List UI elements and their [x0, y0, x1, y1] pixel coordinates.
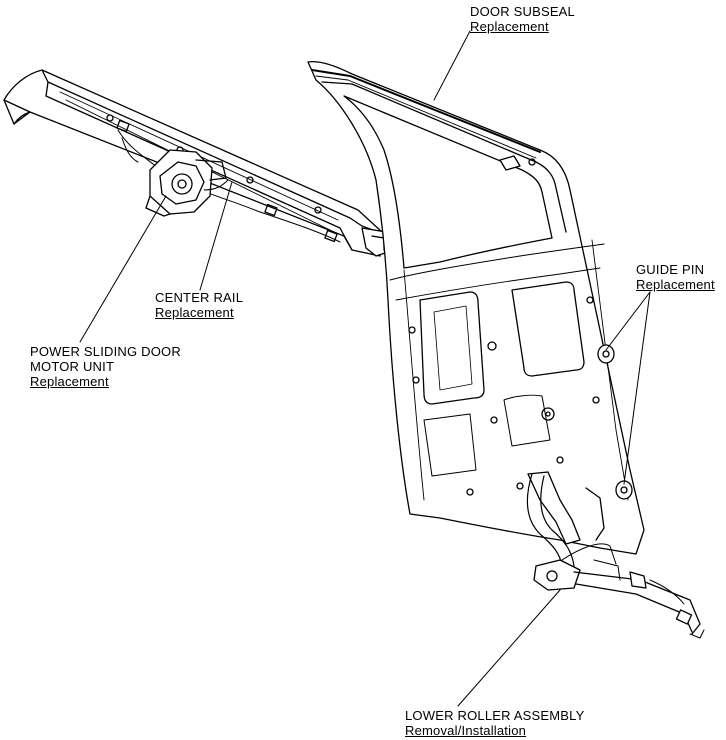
motor-unit-title-line2: MOTOR UNIT [30, 359, 115, 374]
guide-pin-title: GUIDE PIN [636, 262, 705, 277]
door-subseal-link[interactable]: Replacement [470, 19, 549, 34]
center-rail-callout: CENTER RAIL Replacement [155, 290, 243, 320]
lower-roller-link[interactable]: Removal/Installation [405, 723, 527, 738]
motor-unit-drawing [145, 149, 229, 217]
lower-roller-assembly-drawing [526, 473, 705, 639]
guide-pin-link[interactable]: Replacement [636, 277, 715, 292]
lower-roller-title: LOWER ROLLER ASSEMBLY [405, 708, 585, 723]
guide-pin-callout: GUIDE PIN Replacement [636, 262, 715, 292]
lower-roller-callout: LOWER ROLLER ASSEMBLY Removal/Installati… [405, 708, 585, 738]
center-rail-title: CENTER RAIL [155, 290, 244, 305]
center-rail-link[interactable]: Replacement [155, 305, 234, 320]
motor-unit-callout: POWER SLIDING DOOR MOTOR UNIT Replacemen… [30, 344, 181, 389]
motor-unit-title-line1: POWER SLIDING DOOR [30, 344, 181, 359]
leader-lines [79, 30, 651, 707]
door-subseal-callout: DOOR SUBSEAL Replacement [470, 4, 575, 34]
motor-unit-link[interactable]: Replacement [30, 374, 109, 389]
guide-pin-upper [597, 344, 615, 364]
sliding-door-drawing [307, 60, 645, 555]
door-subseal-title: DOOR SUBSEAL [470, 4, 575, 19]
